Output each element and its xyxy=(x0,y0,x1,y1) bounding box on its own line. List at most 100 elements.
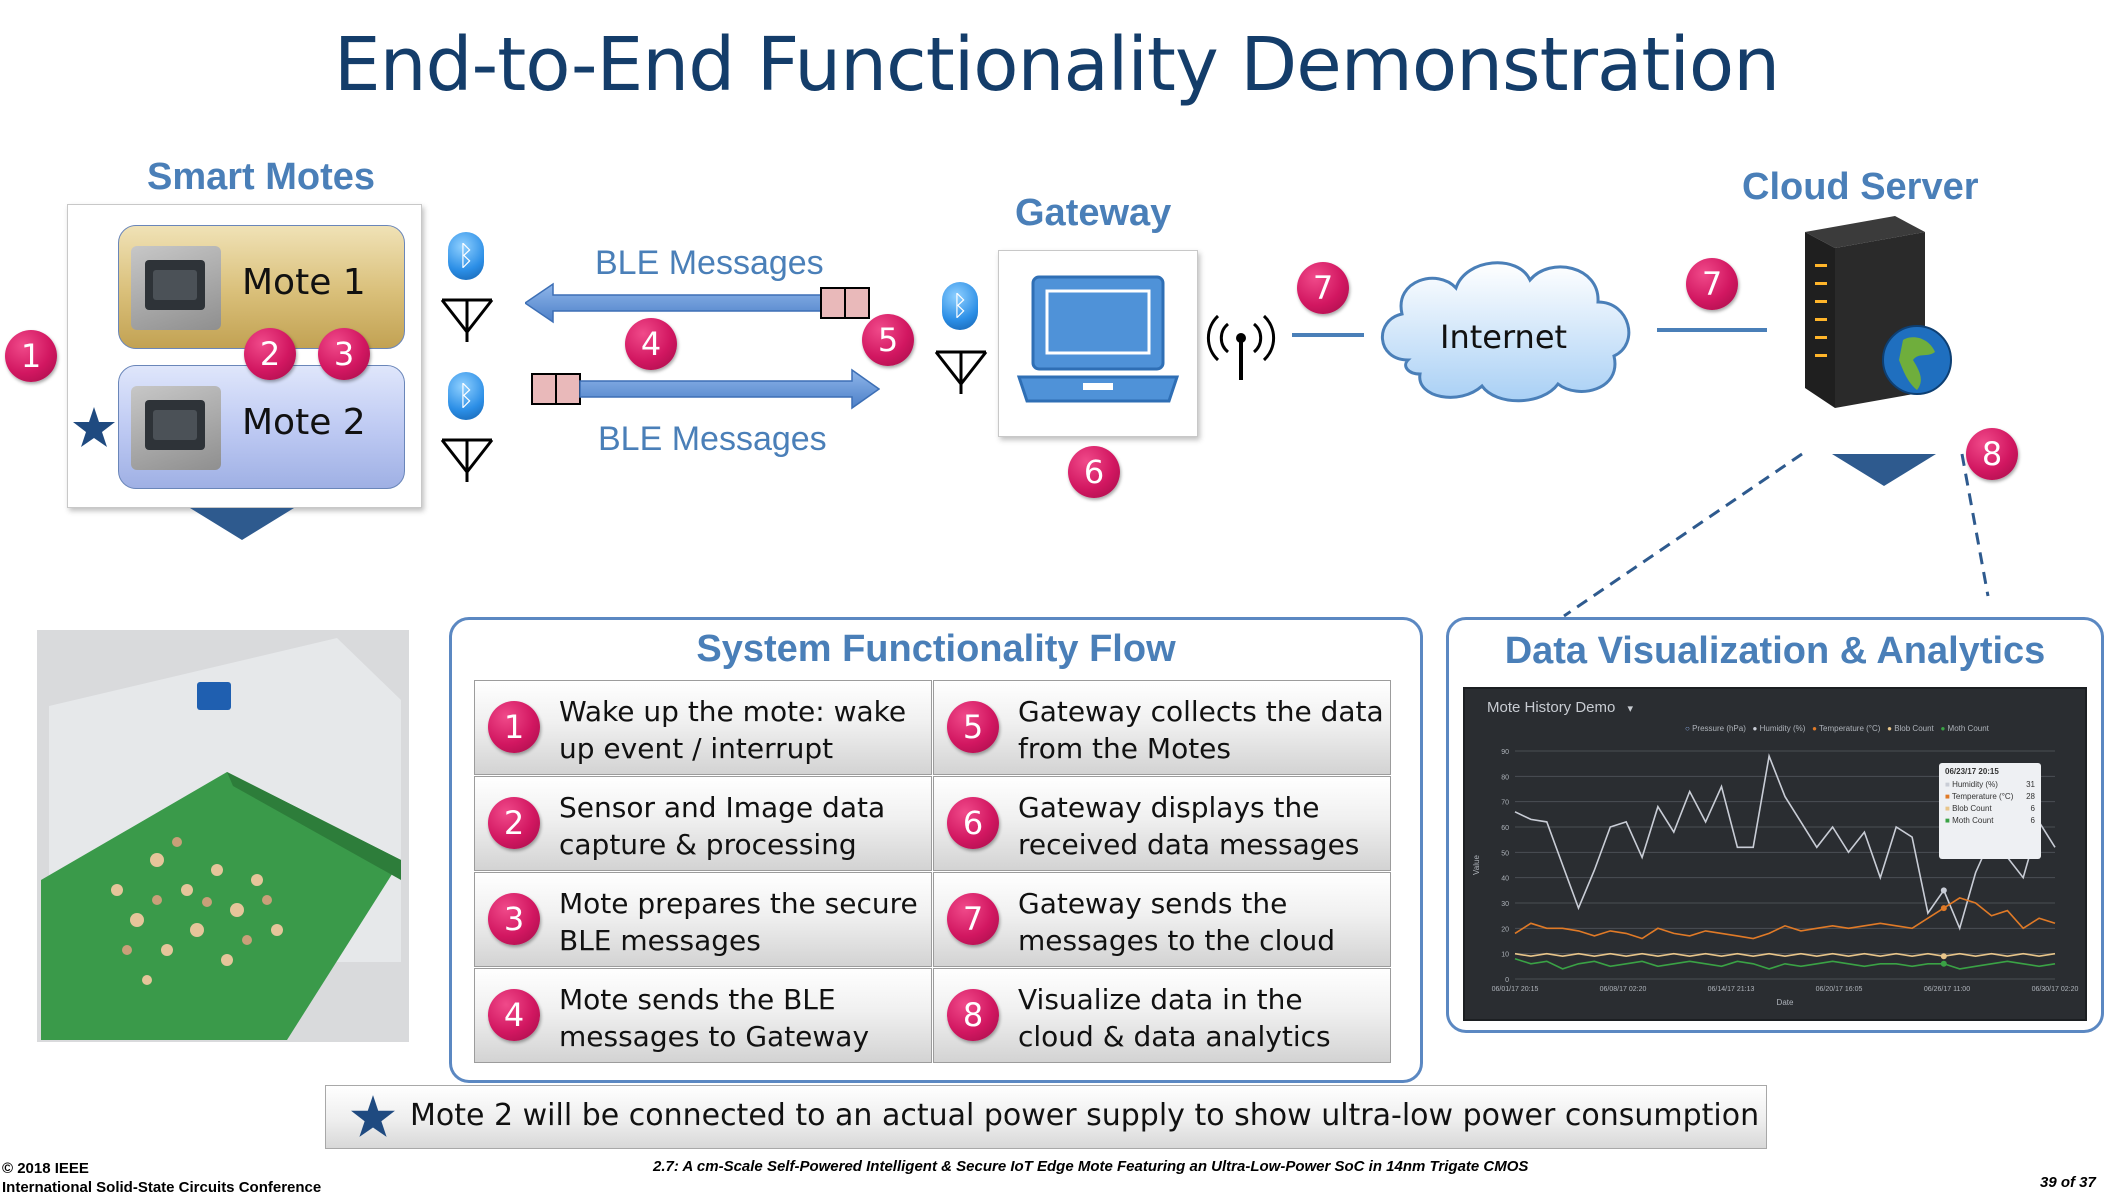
ble-label-bottom: BLE Messages xyxy=(598,420,827,458)
series-line-moth-count xyxy=(1514,957,2056,970)
wireless-signal-icon xyxy=(1206,314,1276,380)
step-badge: 2 xyxy=(488,797,540,849)
series-line-blob-count xyxy=(1514,952,2056,958)
page-number: 39 of 37 xyxy=(2040,1174,2096,1191)
data-point xyxy=(1940,887,1947,894)
ble-label-top: BLE Messages xyxy=(595,244,824,282)
flow-step-text: Sensor and Image data capture & processi… xyxy=(559,791,886,861)
ble-arrow-left xyxy=(525,282,870,324)
data-point xyxy=(1940,953,1947,960)
y-tick-label: 10 xyxy=(1501,952,1509,959)
y-tick-label: 40 xyxy=(1501,876,1509,883)
antenna-icon xyxy=(440,438,494,482)
footer-conference: International Solid-State Circuits Confe… xyxy=(2,1179,322,1196)
bluetooth-icon: ᛒ xyxy=(942,282,978,330)
flow-step: 1 Wake up the mote: wake up event / inte… xyxy=(474,680,932,775)
flow-step-text: Gateway collects the data from the Motes xyxy=(1018,695,1384,765)
step-badge-8: 8 xyxy=(1966,428,2018,480)
flow-panel: System Functionality Flow 1 Wake up the … xyxy=(449,617,1423,1083)
y-tick-label: 20 xyxy=(1501,926,1509,933)
cloud-down-arrow xyxy=(1832,454,1936,486)
tooltip-date: 06/23/17 20:15 xyxy=(1945,767,1999,776)
tooltip-value: 6 xyxy=(2030,816,2035,825)
tooltip-value: 6 xyxy=(2030,804,2035,813)
flow-step: 2 Sensor and Image data capture & proces… xyxy=(474,776,932,871)
mote-1-label: Mote 1 xyxy=(242,262,366,303)
step-badge-5: 5 xyxy=(862,314,914,366)
flow-step-text: Visualize data in the cloud & data analy… xyxy=(1018,983,1331,1053)
legend-item: Temperature (°C) xyxy=(1819,724,1881,733)
note-bar: Mote 2 will be connected to an actual po… xyxy=(325,1085,1767,1149)
flow-step-text: Gateway displays the received data messa… xyxy=(1018,791,1360,861)
y-tick-label: 90 xyxy=(1501,749,1509,756)
bluetooth-icon: ᛒ xyxy=(448,372,484,420)
connector-line xyxy=(1657,328,1767,332)
y-tick-label: 50 xyxy=(1501,850,1509,857)
step-badge-4: 4 xyxy=(625,318,677,370)
x-tick-label: 06/01/17 20:15 xyxy=(1492,986,1539,993)
legend-item: Moth Count xyxy=(1947,724,1989,733)
x-tick-label: 06/08/17 02:20 xyxy=(1600,986,1647,993)
slide-title: End-to-End Functionality Demonstration xyxy=(333,22,1780,108)
x-axis-label: Date xyxy=(1777,998,1794,1007)
internet-cloud-icon xyxy=(1380,261,1631,403)
y-axis-label: Value xyxy=(1472,855,1481,875)
bluetooth-icon: ᛒ xyxy=(448,232,484,280)
tooltip-label: Moth Count xyxy=(1952,816,1994,825)
step-badge-6: 6 xyxy=(1068,446,1120,498)
step-badge-7a: 7 xyxy=(1297,262,1349,314)
mote-device-icon xyxy=(131,246,221,330)
tooltip-label: Temperature (°C) xyxy=(1951,792,2014,801)
flow-heading: System Functionality Flow xyxy=(696,628,1176,670)
chart-tooltip: 06/23/17 20:15 ■ Humidity (%)31 ■ Temper… xyxy=(1939,763,2041,859)
chart-legend: ○ Pressure (hPa) ● Humidity (%) ● Temper… xyxy=(1685,724,1989,733)
star-icon xyxy=(73,407,115,447)
mote-2-card: Mote 2 xyxy=(118,365,405,489)
y-tick-label: 80 xyxy=(1501,774,1509,781)
antenna-icon xyxy=(934,350,988,394)
chevron-down-icon[interactable]: ▾ xyxy=(1627,703,1634,715)
gateway-frame xyxy=(998,250,1198,437)
step-badge: 6 xyxy=(947,797,999,849)
flow-step-text: Wake up the mote: wake up event / interr… xyxy=(559,695,907,765)
server-icon xyxy=(1805,216,1952,408)
connector-line xyxy=(1292,333,1364,337)
data-point xyxy=(1940,905,1947,912)
dashed-connector xyxy=(1563,452,1990,618)
y-tick-label: 30 xyxy=(1501,901,1509,908)
chart-title: Mote History Demo ▾ xyxy=(1487,699,1633,716)
smart-motes-heading: Smart Motes xyxy=(147,156,376,198)
chart-title-text: Mote History Demo xyxy=(1487,699,1616,716)
flow-step-text: Mote prepares the secure BLE messages xyxy=(559,887,918,957)
legend-item: Humidity (%) xyxy=(1759,724,1806,733)
step-badge: 8 xyxy=(947,989,999,1041)
footer-copyright: © 2018 IEEE xyxy=(2,1160,89,1177)
y-tick-label: 0 xyxy=(1505,977,1509,984)
x-tick-label: 06/14/17 21:13 xyxy=(1708,986,1755,993)
x-tick-label: 06/20/17 16:05 xyxy=(1816,986,1863,993)
ble-arrow-right xyxy=(531,368,880,410)
y-tick-label: 70 xyxy=(1501,800,1509,807)
step-badge-7b: 7 xyxy=(1686,258,1738,310)
data-point xyxy=(1940,960,1947,967)
mote-history-chart: Mote History Demo ▾ ○ Pressure (hPa) ● H… xyxy=(1463,687,2087,1021)
motes-down-arrow xyxy=(190,508,294,540)
x-tick-label: 06/26/17 11:00 xyxy=(1924,986,1970,993)
mote-2-label: Mote 2 xyxy=(242,402,366,443)
step-badge-2: 2 xyxy=(244,328,296,380)
flow-step: 3 Mote prepares the secure BLE messages xyxy=(474,872,932,967)
flow-step: 6 Gateway displays the received data mes… xyxy=(933,776,1391,871)
tooltip-label: Blob Count xyxy=(1952,804,1992,813)
antenna-icon xyxy=(440,298,494,342)
footer-paper: 2.7: A cm-Scale Self-Powered Intelligent… xyxy=(653,1158,1528,1175)
smart-motes-frame: Mote 1 Mote 2 xyxy=(67,204,422,508)
legend-item: Blob Count xyxy=(1894,724,1934,733)
mote-enclosure-photo xyxy=(37,630,409,1042)
flow-step: 5 Gateway collects the data from the Mot… xyxy=(933,680,1391,775)
flow-step: 8 Visualize data in the cloud & data ana… xyxy=(933,968,1391,1063)
tooltip-value: 31 xyxy=(2026,780,2035,789)
flow-step-text: Gateway sends the messages to the cloud xyxy=(1018,887,1336,957)
tooltip-label: Humidity (%) xyxy=(1952,780,1998,789)
tooltip-value: 28 xyxy=(2026,792,2035,801)
gateway-heading: Gateway xyxy=(1015,192,1172,234)
